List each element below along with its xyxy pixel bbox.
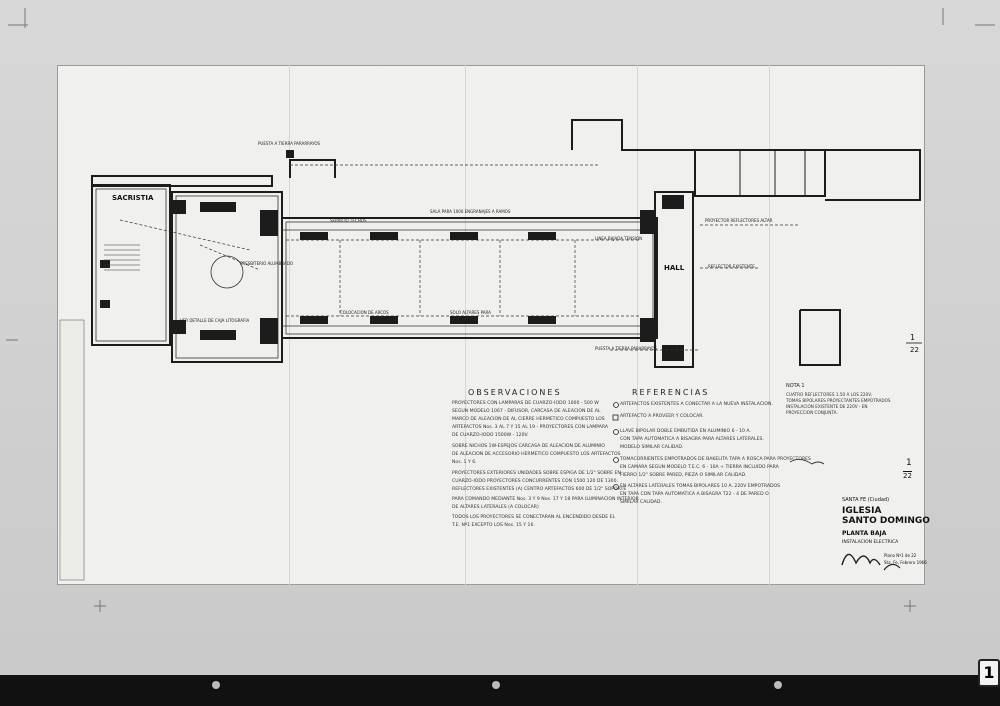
fold-line [637, 65, 638, 585]
fold-line [465, 65, 466, 585]
fold-line [289, 65, 290, 585]
svg-text:PRESBITERIO ALUMBRADO: PRESBITERIO ALUMBRADO [240, 261, 293, 266]
observaciones-line: MARCO DE ALEACION DE AL CIERRE HERMETICO… [452, 417, 605, 422]
referencias-line: LLAVE BIPOLAR DOBLE EMBUTIDA EN ALUMINIO… [620, 429, 751, 434]
title-block-city: SANTA FE (Ciudad) [842, 497, 890, 503]
observaciones-line: SOBRE NICHOS 1W-ESPEJOS CARCASA DE ALEAC… [452, 444, 605, 449]
svg-text:PUESTA A TIERRA PARARRAYOS: PUESTA A TIERRA PARARRAYOS [595, 346, 658, 351]
nota-line: CUATRO REFLECTORES 1.50 A LOS 220V, [786, 392, 873, 397]
film-frame-number: 1 [978, 659, 1000, 687]
referencias-title: REFERENCIAS [632, 388, 710, 397]
observaciones-line: DE ALEACION DE ACCESORIO HERMETICO COMPU… [452, 452, 621, 457]
observaciones-line: PARA COMANDO MEDIANTE Nos. 3 Y 9 Nos. 17… [452, 497, 639, 502]
referencias-line: TOMACORRIENTES EMPOTRADOS DE BAKELITA TA… [620, 457, 811, 462]
svg-text:LINEA BAJADA TENSION: LINEA BAJADA TENSION [595, 236, 642, 241]
room-label-hall: HALL [664, 264, 685, 272]
pillars [172, 195, 684, 361]
margin-sheet-total: 22 [910, 346, 919, 354]
observaciones-line: ARTEFACTOS Nos. 3 AL 7 Y 15 AL 19 - PROY… [452, 425, 609, 430]
referencias-line: ARTEFACTO A PROVEER Y COLOCAR. [620, 414, 704, 419]
referencias-line: MODELO SIMILAR CALIDAD. [620, 445, 684, 450]
film-hole [774, 681, 782, 689]
observaciones-line: PROYECTORES CON LAMPARAS DE CUARZO-IODO … [452, 401, 599, 406]
title-block-date: Sta. Fe, Febrero 1966 [884, 560, 927, 565]
plan-annotations: PUESTA A TIERRA PARARRAYOS SALA PARA 100… [180, 141, 773, 351]
margin-sheet-number: 1 [910, 333, 915, 342]
observaciones-line: Nos. 1 Y 6. [452, 460, 477, 465]
observaciones-line: DE ALTARES LATERALES (A COLOCAR) [452, 505, 539, 510]
room-label-sacristia: SACRISTIA [112, 194, 154, 202]
referencias-line: ARTEFACTOS EXISTENTES A CONECTAR A LA NU… [620, 402, 773, 407]
observaciones-line: REFLECTORES EXISTENTES (A) CENTRO ARTEFA… [452, 487, 627, 492]
referencias-line: SIMILAR CALIDAD. [620, 500, 662, 505]
fixtures [100, 150, 556, 340]
film-hole [492, 681, 500, 689]
title-block-date-label: Plano Nº1 de 22 [884, 553, 917, 558]
svg-text:SERVICIO TECHOS: SERVICIO TECHOS [330, 218, 367, 223]
svg-text:VER DETALLE DE CAJA LITOGRAFIA: VER DETALLE DE CAJA LITOGRAFIA [180, 318, 250, 323]
registration-marks [6, 8, 995, 612]
title-block-name-2: SANTO DOMINGO [842, 516, 930, 526]
referencias-line: CON TAPA AUTOMATICA A BISAGRA PARA ALTAR… [620, 437, 764, 442]
title-block-sheet: PLANTA BAJA [842, 530, 887, 537]
church-walls [91, 119, 921, 368]
referencias-line: EN ALTARES LATERALES TOMAS BIPOLARES 10 … [620, 484, 781, 489]
svg-text:COLOCACION DE ARCOS: COLOCACION DE ARCOS [340, 310, 389, 315]
observaciones-line: TODOS LOS PROYECTORES SE CONECTARAN AL E… [452, 515, 616, 520]
referencias-line: EN CAMARA SEGUN MODELO T.E.C. 6 - 10A + … [620, 465, 779, 470]
signature [841, 553, 881, 566]
nota-line: INSTALACION EXISTENTE DE 220V - EN [786, 404, 868, 409]
svg-text:SOLO ALTARES PARA: SOLO ALTARES PARA [450, 310, 491, 315]
film-hole [212, 681, 220, 689]
svg-text:SALA PARA 1000 ENGRANAJES A RA: SALA PARA 1000 ENGRANAJES A RAMOS [430, 209, 511, 214]
observaciones-line: SEGUN MODELO 1067 - DIFUSOR, CARCASA DE … [452, 409, 601, 414]
film-strip [0, 675, 1000, 706]
referencias-line: EN TAPA CON TAPA AUTOMATICA A BISAGRA T2… [620, 492, 769, 497]
title-block-sheet-total: 22 [903, 471, 912, 480]
referencias-line: FIERRO 1/2" SOBRE PARED, PIEZA O SIMILAR… [620, 473, 747, 478]
nota-line: PROYECCION CONJUNTA. [786, 410, 838, 415]
observaciones-line: PROYECTORES EXTERIORES UNIDADES SOBRE ES… [452, 471, 621, 476]
title-block-sheet-number: 1 [906, 458, 912, 468]
fold-line [769, 65, 770, 585]
svg-text:PUESTA A TIERRA PARARRAYOS: PUESTA A TIERRA PARARRAYOS [258, 141, 321, 146]
drawing-sheet [57, 65, 925, 585]
observaciones-line: DE CUARZO-IODO 1500W - 120V. [452, 433, 529, 438]
observaciones-line: CUARZO-IODO PROYECTORES CONCURRENTES CON… [452, 479, 618, 484]
title-block-subject: INSTALACION ELECTRICA [842, 540, 899, 545]
nota-line: TOMAS BIPOLARES PROYECTANTES EMPOTRADOS [786, 398, 891, 403]
observaciones-title: OBSERVACIONES [468, 388, 562, 397]
nota-title: NOTA 1 [786, 383, 805, 389]
svg-text:PROYECTOR REFLECTORES ALTAR: PROYECTOR REFLECTORES ALTAR [705, 218, 773, 223]
title-block-name-1: IGLESIA [842, 506, 882, 516]
svg-text:REFLECTOR EXISTENTE: REFLECTOR EXISTENTE [708, 264, 755, 269]
reference-symbols [612, 402, 619, 490]
observaciones-line: T.E. Nº1 EXCEPTO LOS Nos. 15 Y 16. [452, 523, 535, 528]
